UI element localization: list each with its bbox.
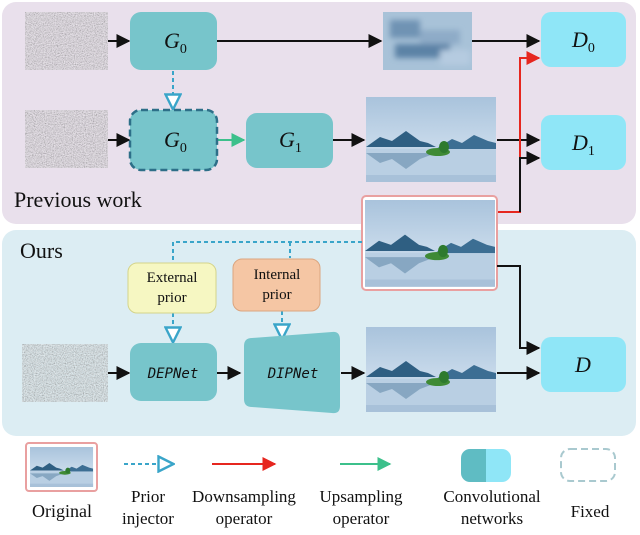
legend-downsampling-line1: Downsampling bbox=[192, 487, 296, 506]
dipnet-block bbox=[244, 331, 340, 414]
ours-label: Ours bbox=[20, 238, 63, 263]
discriminator-d1-label: D1 bbox=[571, 130, 595, 159]
blurry-output-image bbox=[383, 12, 472, 70]
generator-g0 bbox=[130, 12, 217, 70]
generator-g0-fixed-label: G0 bbox=[164, 127, 187, 156]
legend-convolutional-line1: Convolutional bbox=[443, 487, 541, 506]
internal-prior-line2: prior bbox=[262, 287, 291, 303]
generator-g1 bbox=[246, 113, 333, 168]
internal-prior-box bbox=[232, 258, 321, 312]
legend-prior-injector-line2: injector bbox=[122, 509, 174, 528]
original-image bbox=[365, 200, 495, 287]
depnet-block bbox=[130, 343, 217, 401]
previous-work-label: Previous work bbox=[14, 187, 142, 212]
legend-fixed-swatch bbox=[560, 448, 616, 482]
external-prior-line1: External bbox=[147, 270, 198, 286]
legend-prior-injector-line1: Prior bbox=[131, 487, 165, 506]
discriminator-d bbox=[541, 337, 626, 392]
discriminator-d1 bbox=[541, 115, 626, 170]
noise-input-2 bbox=[25, 110, 108, 168]
legend-convolutional-swatch bbox=[461, 449, 511, 482]
noise-input-3 bbox=[22, 344, 108, 402]
noise-input-1 bbox=[25, 12, 108, 70]
legend-downsampling-line2: operator bbox=[216, 509, 273, 528]
legend-convolutional-line2: networks bbox=[461, 509, 523, 528]
discriminator-d0 bbox=[541, 12, 626, 67]
legend-upsampling-line1: Upsampling bbox=[319, 487, 403, 506]
ours-output-image bbox=[366, 327, 496, 412]
internal-prior-line1: Internal bbox=[254, 267, 301, 283]
generator-g0-label: G0 bbox=[164, 28, 187, 57]
g1-output-image bbox=[366, 97, 496, 182]
legend-original-label: Original bbox=[32, 501, 92, 521]
dipnet-label: DIPNet bbox=[267, 366, 319, 382]
legend-upsampling-line2: operator bbox=[333, 509, 390, 528]
external-prior-box bbox=[127, 262, 217, 314]
generator-g1-label: G1 bbox=[279, 127, 302, 156]
legend-original-image bbox=[30, 447, 94, 487]
generator-g0-fixed bbox=[128, 108, 219, 172]
discriminator-d0-label: D0 bbox=[571, 27, 595, 56]
discriminator-d-label: D bbox=[574, 352, 591, 377]
legend-fixed-label: Fixed bbox=[571, 502, 610, 521]
depnet-label: DEPNet bbox=[147, 366, 199, 382]
external-prior-line2: prior bbox=[157, 290, 186, 306]
